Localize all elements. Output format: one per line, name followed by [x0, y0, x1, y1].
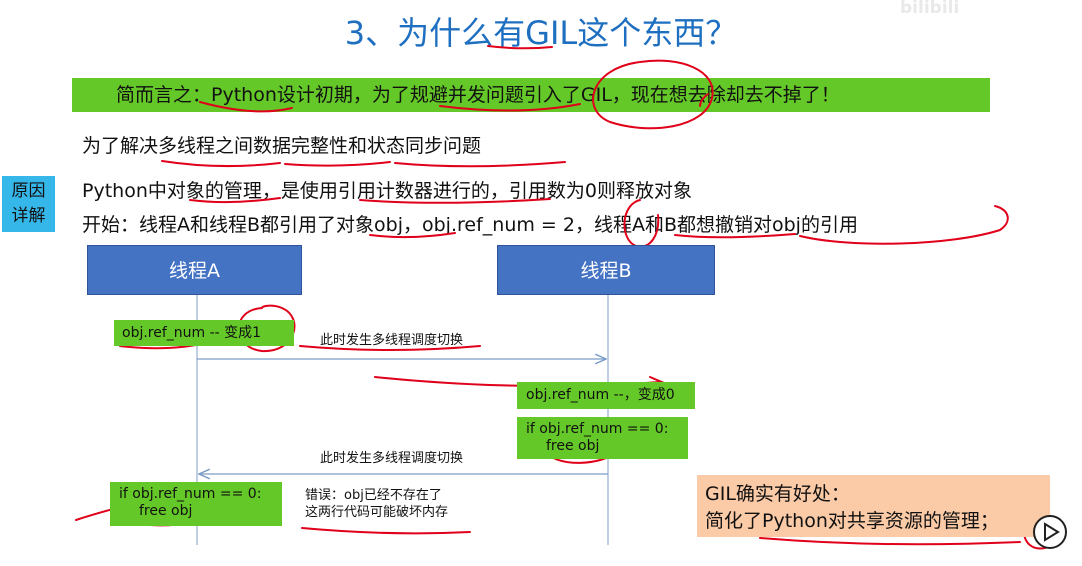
watermark: bilibili [900, 0, 960, 18]
thread-a-free-condition: if obj.ref_num == 0: [119, 486, 262, 502]
two-circle [623, 199, 660, 248]
summary-banner: 简而言之：Python设计初期，为了规避并发问题引入了GIL，现在想去除却去不掉… [72, 78, 990, 112]
thread-a-free-step: if obj.ref_num == 0: free obj [110, 482, 282, 526]
slide-title: 3、为什么有GIL这个东西？ [344, 14, 738, 52]
thread-a-header: 线程A [87, 245, 302, 295]
thread-b-free-action: free obj [546, 438, 600, 454]
thread-b-decrement-step: obj.ref_num --，变成0 [517, 382, 695, 409]
purpose-text: 为了解决多线程之间数据完整性和状态同步问题 [82, 135, 482, 157]
thread-b-free-step: if obj.ref_num == 0: free obj [517, 417, 688, 459]
gil-circle [592, 59, 714, 130]
refcount-text: Python中对象的管理，是使用引用计数器进行的，引用数为0则释放对象 [82, 180, 692, 202]
thread-b-free-condition: if obj.ref_num == 0: [526, 421, 669, 437]
thread-a-decrement-step: obj.ref_num -- 变成1 [114, 320, 294, 346]
benefit-box: GIL确实有好处： 简化了Python对共享资源的管理； [697, 475, 1050, 537]
red-annotations [75, 45, 1060, 550]
title-underline [487, 45, 553, 50]
benefit-detail: 简化了Python对共享资源的管理； [705, 510, 999, 532]
error-note-line-2: 这两行代码可能破坏内存 [305, 505, 449, 520]
error-note-line-1: 错误：obj已经不存在了 [305, 488, 442, 503]
reason-tag-line-1: 原因 [11, 181, 46, 201]
error-note: 错误：obj已经不存在了 这两行代码可能破坏内存 [305, 487, 448, 521]
start-text: 开始：线程A和线程B都引用了对象obj，obj.ref_num = 2，线程A和… [82, 214, 858, 236]
switch-note-2: 此时发生多线程调度切换 [320, 451, 464, 466]
thread-b-header: 线程B [497, 245, 715, 295]
benefit-title: GIL确实有好处： [705, 483, 850, 505]
switch-note-1: 此时发生多线程调度切换 [320, 333, 464, 348]
reason-tag: 原因 详解 [2, 176, 55, 232]
play-button-icon[interactable] [1030, 512, 1070, 552]
thread-a-free-action: free obj [139, 503, 193, 519]
reason-tag-line-2: 详解 [11, 206, 46, 226]
